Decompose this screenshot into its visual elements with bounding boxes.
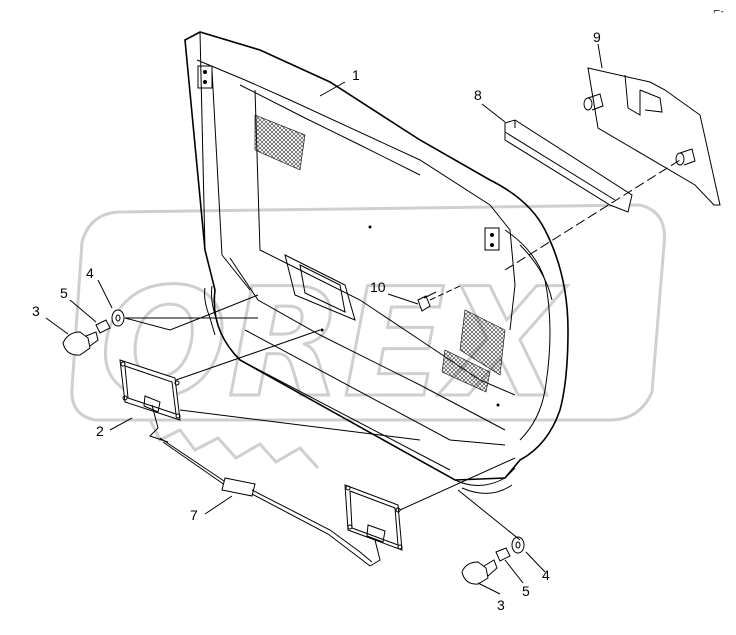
callout-8: 8 <box>474 87 482 103</box>
callout-1: 1 <box>352 67 360 83</box>
callout-9: 9 <box>593 29 601 45</box>
callout-4-left: 4 <box>86 265 94 281</box>
callout-5-right: 5 <box>522 583 530 599</box>
callout-10: 10 <box>370 279 386 295</box>
callout-numbers: 1 2 3 3 4 4 5 5 7 8 9 10 <box>32 29 601 613</box>
callout-2: 2 <box>96 423 104 439</box>
speaker-part-2-left <box>119 359 181 443</box>
fastener-set-left <box>62 309 125 356</box>
rail-bracket-part-8 <box>504 119 633 213</box>
mounting-plate-part-9 <box>583 67 721 206</box>
callout-4-right: 4 <box>542 567 550 583</box>
speaker-part-2-right <box>344 484 403 567</box>
callout-3-right: 3 <box>497 597 505 613</box>
screw-part-10 <box>417 291 437 312</box>
leader-lines <box>45 43 681 595</box>
callout-3-left: 3 <box>32 303 40 319</box>
corner-mark: ⌐- <box>713 7 724 17</box>
fastener-set-right <box>461 536 525 585</box>
watermark: OREX <box>70 203 666 470</box>
callout-5-left: 5 <box>60 285 68 301</box>
wiring-harness-part-7 <box>159 437 373 567</box>
callout-7: 7 <box>190 507 198 523</box>
housing-part-1 <box>184 31 569 494</box>
